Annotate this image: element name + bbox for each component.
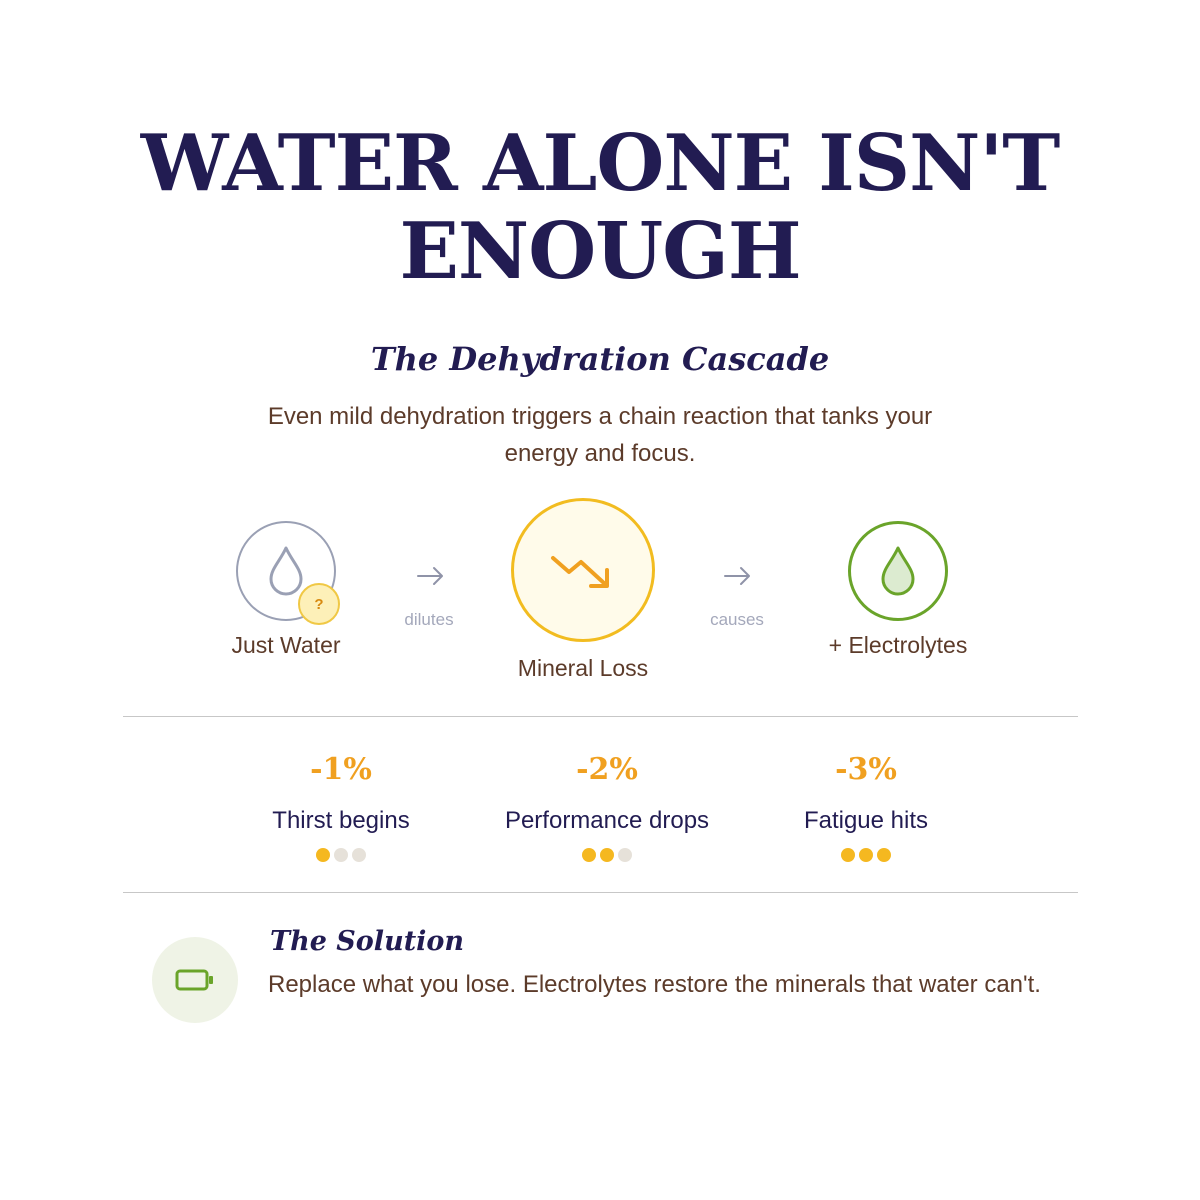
section-subtitle: The Dehydration Cascade	[370, 340, 830, 378]
severity-dot-filled	[841, 848, 855, 862]
solution-icon-circle	[152, 937, 238, 1023]
severity-dot-empty	[334, 848, 348, 862]
severity-dot-empty	[352, 848, 366, 862]
connector-label-causes: causes	[710, 610, 764, 629]
severity-dots	[726, 848, 1006, 862]
title-line-1: WATER ALONE ISN'T	[140, 118, 1061, 209]
question-badge: ?	[298, 583, 340, 625]
stat-value: -3%	[835, 752, 897, 787]
severity-dot-filled	[600, 848, 614, 862]
water-drop-icon	[269, 546, 303, 596]
electrolytes-circle	[848, 521, 948, 621]
stat-label: Performance drops	[504, 807, 710, 834]
arrow-right-icon	[724, 567, 750, 585]
stat-value: -1%	[310, 752, 372, 787]
node-label-electrolytes: + Electrolytes	[828, 632, 968, 658]
stat-label: Thirst begins	[272, 807, 410, 834]
battery-icon	[175, 969, 213, 991]
connector-label-dilutes: dilutes	[404, 610, 454, 629]
just-water-circle	[236, 521, 336, 621]
severity-dots	[201, 848, 481, 862]
solution-title: The Solution	[270, 926, 465, 957]
stat-label: Fatigue hits	[803, 807, 929, 834]
severity-dot-filled	[316, 848, 330, 862]
title-line-2: ENOUGH	[399, 206, 801, 297]
trend-down-icon	[551, 556, 609, 588]
severity-dot-filled	[859, 848, 873, 862]
divider	[123, 716, 1078, 717]
severity-dots	[467, 848, 747, 862]
severity-dot-filled	[582, 848, 596, 862]
intro-text: Even mild dehydration triggers a chain r…	[267, 403, 933, 467]
node-label-just-water: Just Water	[231, 632, 341, 658]
severity-dot-filled	[877, 848, 891, 862]
page-title: WATER ALONE ISN'T ENOUGH	[0, 120, 1200, 296]
divider	[123, 892, 1078, 893]
green-drop-icon	[881, 546, 915, 596]
arrow-right-icon	[417, 567, 443, 585]
severity-dot-empty	[618, 848, 632, 862]
solution-text: Replace what you lose. Electrolytes rest…	[268, 971, 1041, 998]
mineral-loss-circle	[511, 498, 655, 642]
node-label-mineral-loss: Mineral Loss	[517, 655, 649, 681]
stat-value: -2%	[576, 752, 638, 787]
